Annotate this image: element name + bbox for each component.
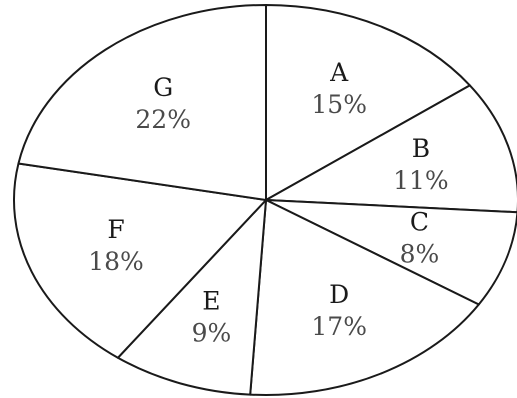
pie-slice-a bbox=[265, 4, 471, 201]
pie-slice-f bbox=[13, 162, 267, 359]
slice-value-d: 17% bbox=[311, 312, 367, 341]
pie-labels: A 15% B 11% C 8% D 17% E 9% F 18% G 22% bbox=[88, 58, 448, 348]
pie-slice-b bbox=[265, 84, 517, 214]
pie-slices bbox=[13, 4, 517, 396]
slice-label-b: B bbox=[412, 134, 430, 163]
pie-slice-c bbox=[265, 199, 517, 306]
slice-label-f: F bbox=[107, 215, 124, 244]
slice-value-g: 22% bbox=[135, 105, 191, 134]
slice-value-f: 18% bbox=[88, 247, 144, 276]
slice-value-e: 9% bbox=[192, 318, 232, 347]
pie-slice-d bbox=[249, 199, 480, 396]
slice-value-c: 8% bbox=[400, 240, 440, 269]
slice-label-c: C bbox=[410, 208, 429, 237]
slice-label-a: A bbox=[329, 58, 349, 87]
slice-value-b: 11% bbox=[393, 166, 449, 195]
slice-label-d: D bbox=[329, 280, 349, 309]
slice-value-a: 15% bbox=[311, 90, 367, 119]
slice-label-e: E bbox=[202, 286, 220, 315]
pie-slice-g bbox=[17, 4, 267, 201]
slice-label-g: G bbox=[153, 73, 173, 102]
pie-slice-e bbox=[116, 199, 267, 396]
